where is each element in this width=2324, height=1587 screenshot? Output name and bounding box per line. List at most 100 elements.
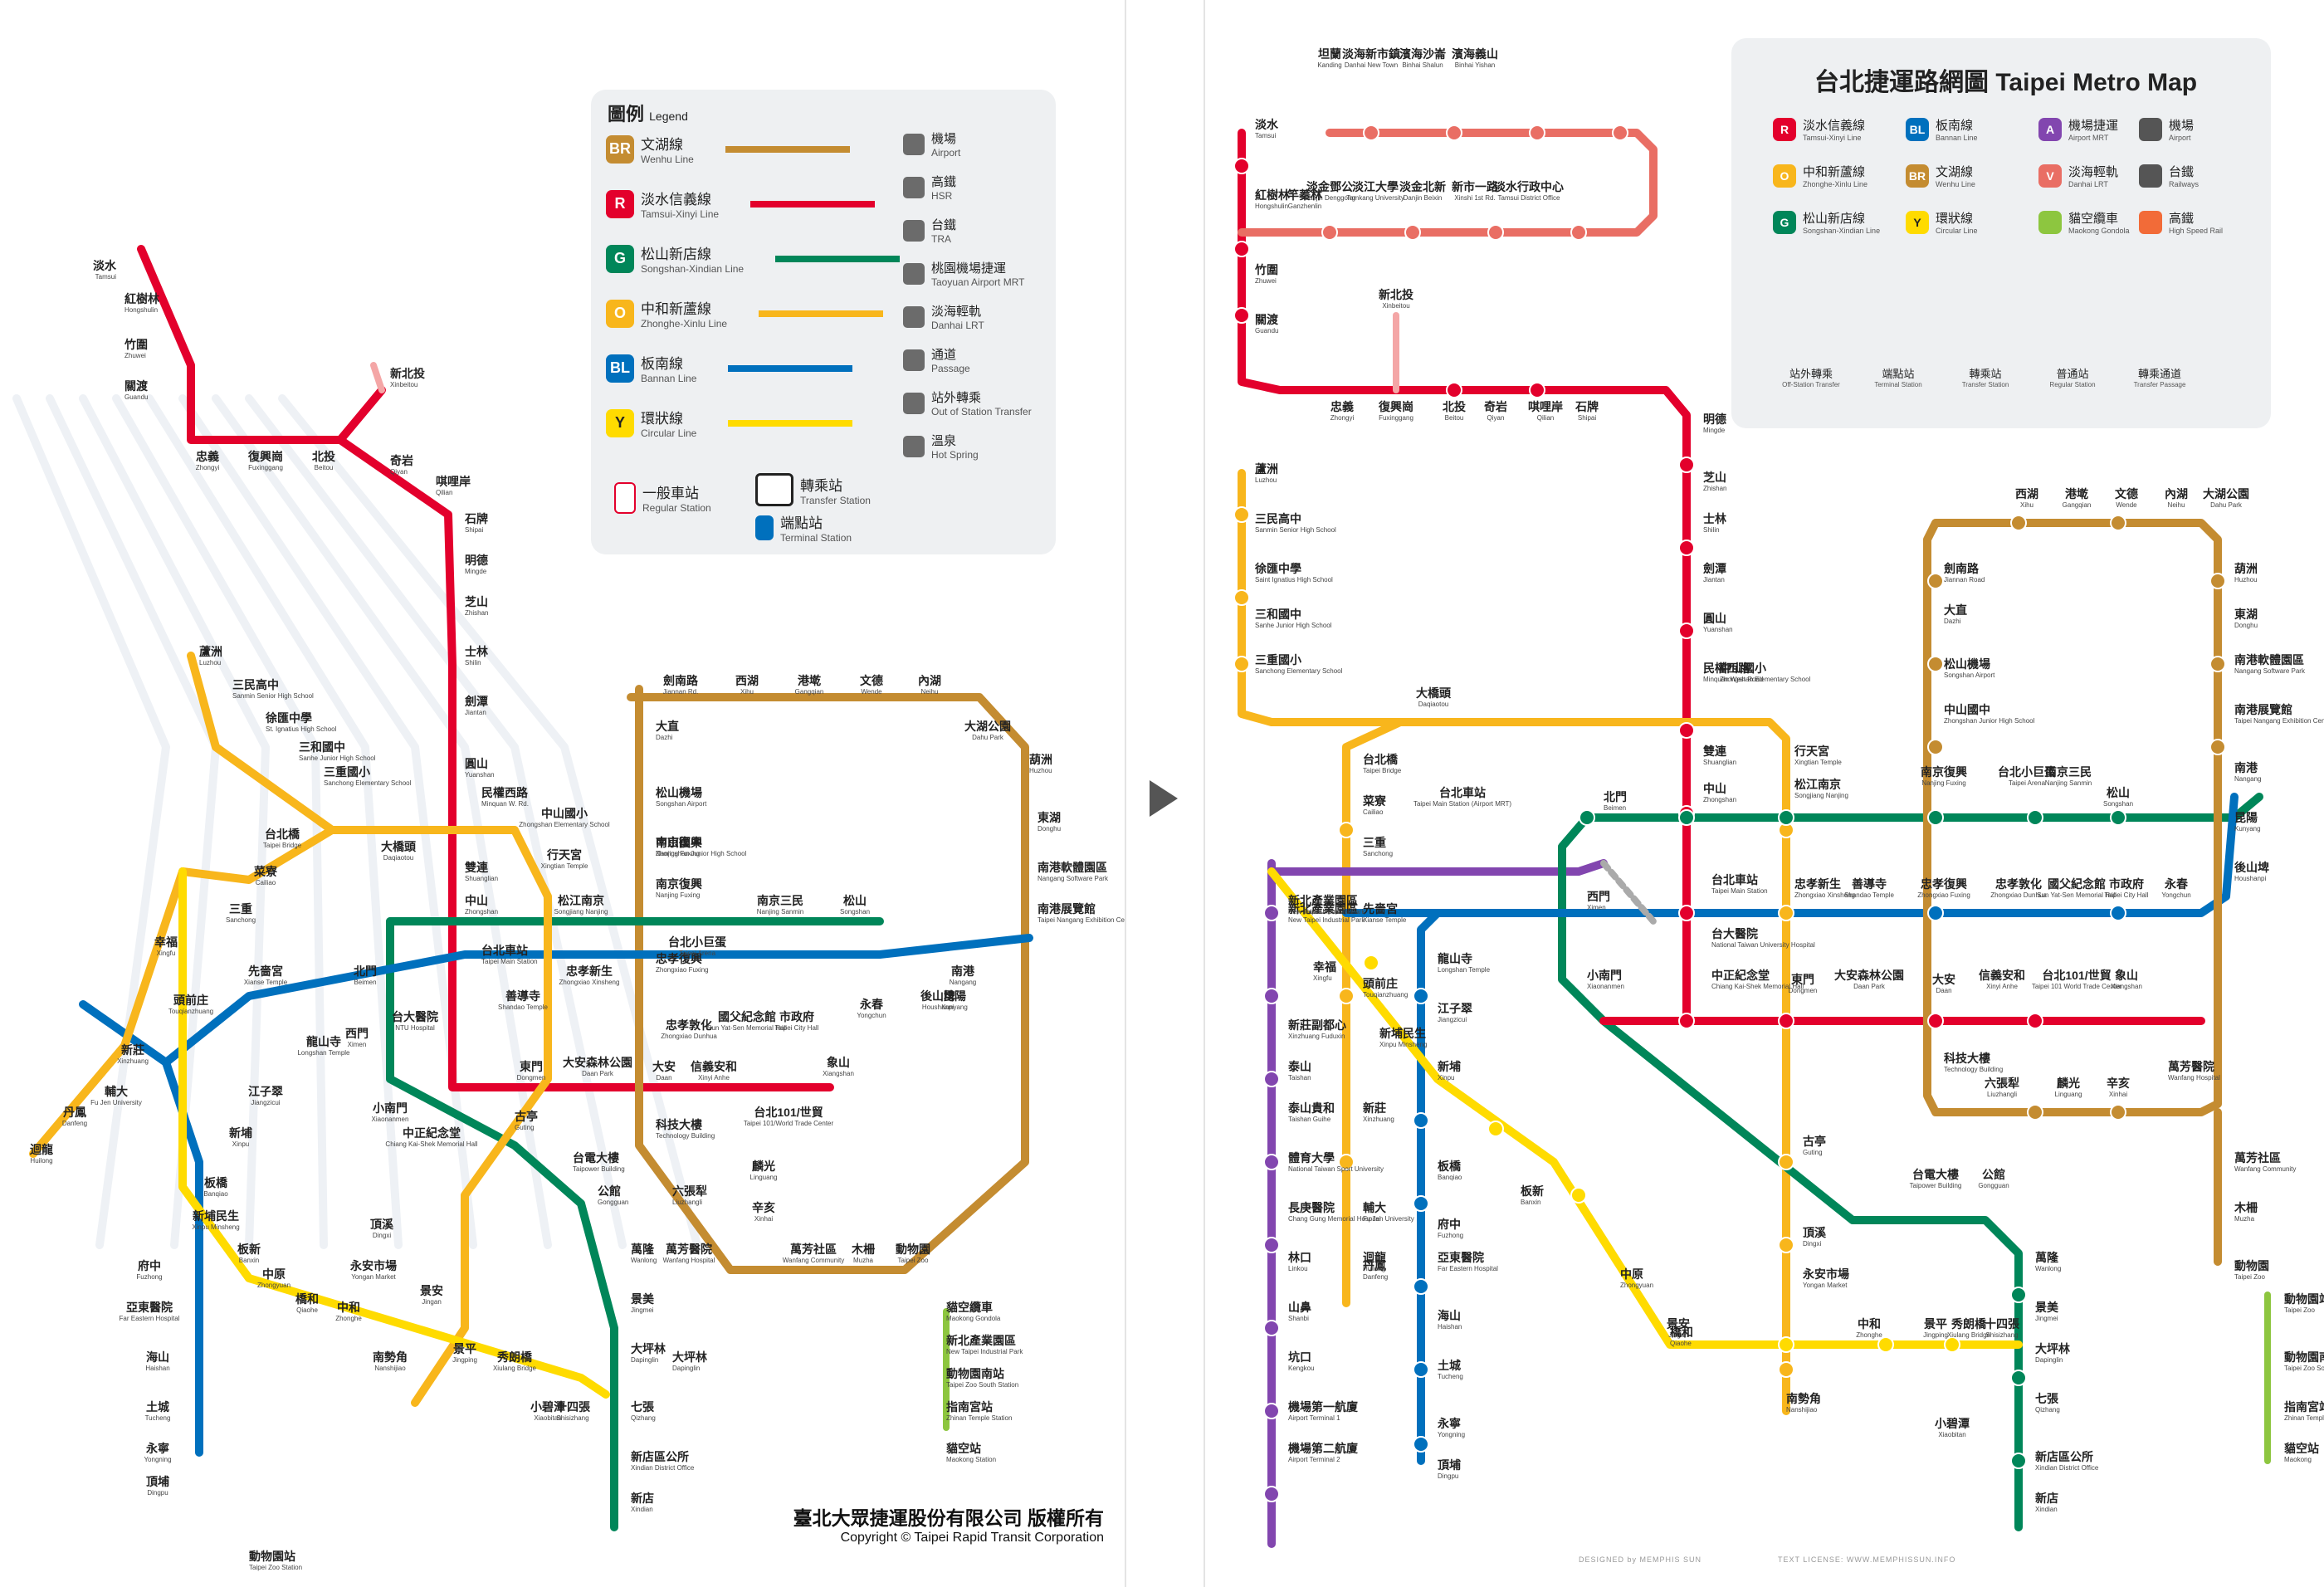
station-name-en: Xingfu bbox=[1313, 974, 1332, 982]
station-name-en: Nanshijiao bbox=[374, 1365, 406, 1372]
station-name: 國父紀念館 bbox=[2048, 877, 2106, 891]
station-name: 木柵 bbox=[2234, 1201, 2258, 1214]
station-name: 唭哩岸 bbox=[436, 475, 471, 488]
regular-station-icon bbox=[614, 481, 636, 514]
station-name-en: Xinbeitou bbox=[390, 381, 417, 388]
metro-station-dot bbox=[1529, 382, 1545, 398]
station-name: 奇岩 bbox=[390, 454, 413, 467]
facility-name: 溫泉 bbox=[931, 434, 957, 448]
station-name-en: Beitou bbox=[315, 464, 334, 471]
red-line-north bbox=[137, 245, 386, 444]
station-name-en: Jingmei bbox=[631, 1306, 654, 1314]
station-name-en: Sun Yat-Sen Memorial Hall bbox=[707, 1024, 787, 1032]
station-name: 江子翠 bbox=[248, 1085, 283, 1098]
station-name: 中和 bbox=[337, 1301, 360, 1314]
metro-station-dot bbox=[1263, 1237, 1280, 1253]
station-name-en: Jiantan bbox=[1703, 576, 1725, 584]
station-name: 三重國小 bbox=[1255, 653, 1301, 667]
station-name: 蘆洲 bbox=[1255, 462, 1278, 476]
station-name-en: Nangang Software Park bbox=[2234, 667, 2306, 675]
station-name: 北門 bbox=[354, 964, 377, 978]
station-name: 中原 bbox=[262, 1267, 286, 1281]
station-name: 民權西路 bbox=[481, 786, 529, 799]
station-name: 頂溪 bbox=[370, 1218, 394, 1231]
station-name: 動物園 bbox=[2234, 1259, 2269, 1272]
station-name: 新埔 bbox=[229, 1126, 252, 1140]
station-name: 貓空站 bbox=[946, 1442, 981, 1455]
blue-line-east bbox=[79, 934, 1033, 1067]
station-name-en: Zhongshan bbox=[465, 908, 498, 916]
station-name: 台北101/世貿 bbox=[754, 1106, 823, 1119]
station-name-en: Xinshi 1st Rd. bbox=[1454, 194, 1495, 202]
station-name: 象山 bbox=[2115, 969, 2138, 982]
station-name: 港墘 bbox=[798, 674, 821, 687]
station-name-en: Jiantan bbox=[465, 709, 486, 716]
line-badge-icon bbox=[2038, 210, 2062, 234]
station-name: 蘆洲 bbox=[199, 645, 222, 658]
station-name-en: Zhongshan Elementary School bbox=[1720, 676, 1811, 683]
station-name: 內湖 bbox=[2165, 487, 2188, 501]
metro-station-dot bbox=[2027, 1013, 2043, 1029]
station-name-en: Dapinglin bbox=[631, 1356, 658, 1364]
station-name-en: Dahu Park bbox=[2210, 501, 2243, 509]
station-type-name-en: Regular Station bbox=[2049, 381, 2096, 388]
station-name-en: Danfeng bbox=[1363, 1273, 1388, 1281]
station-name: 忠孝敦化 bbox=[666, 1018, 712, 1032]
metro-station-dot bbox=[2209, 739, 2226, 755]
station-name: 忠孝敦化 bbox=[1995, 877, 2042, 891]
metro-station-dot bbox=[1263, 988, 1280, 1004]
blue-line-west bbox=[162, 1058, 203, 1457]
station-name-en: Xinzhuang Fuduxin bbox=[1288, 1033, 1345, 1040]
station-name: 十四張 bbox=[555, 1400, 591, 1414]
station-name-en: Banxin bbox=[239, 1257, 259, 1264]
metro-station-dot bbox=[2010, 1370, 2027, 1386]
station-name: 中原 bbox=[1620, 1267, 1643, 1281]
line-badge-icon: A bbox=[2038, 117, 2062, 141]
station-name: 忠義 bbox=[1330, 400, 1354, 413]
station-name: 林口 bbox=[1288, 1251, 1311, 1264]
station-name-en: Ximen bbox=[1587, 904, 1606, 911]
station-name-en: Mingde bbox=[1703, 427, 1726, 434]
background-street bbox=[245, 394, 627, 1249]
station-name-en: Kanding bbox=[1317, 61, 1341, 69]
airport-mrt-connector bbox=[1267, 859, 1608, 876]
station-name: 松山 bbox=[843, 894, 867, 907]
station-name: 體育大學 bbox=[1288, 1151, 1335, 1165]
facility-name: 站外轉乘 bbox=[931, 391, 982, 405]
station-name: 北門 bbox=[1604, 790, 1627, 803]
metro-station-dot bbox=[1678, 809, 1695, 826]
metro-station-dot bbox=[1233, 241, 1250, 257]
station-name: 民權西路 bbox=[1703, 662, 1750, 675]
station-name-en: Taipei Zoo South bbox=[2284, 1365, 2324, 1372]
station-type-name-en: Off-Station Transfer bbox=[1782, 381, 1840, 388]
